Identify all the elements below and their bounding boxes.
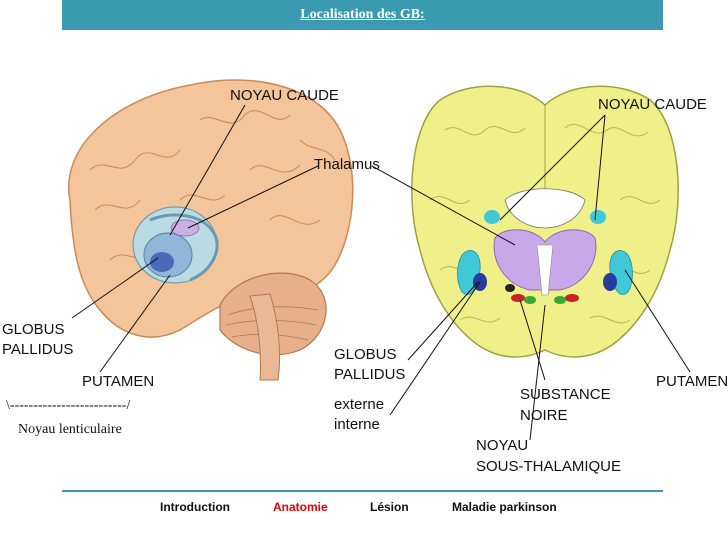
- title-bar: Localisation des GB:: [62, 0, 663, 30]
- nav-lesion[interactable]: Lésion: [370, 500, 409, 514]
- label-substance-2: NOIRE: [520, 407, 568, 424]
- label-externe: externe: [334, 396, 385, 413]
- page-title: Localisation des GB:: [300, 7, 425, 22]
- label-noyau-lenticulaire: Noyau lenticulaire: [18, 422, 122, 437]
- label-globus-left-2: PALLIDUS: [2, 341, 74, 358]
- basal-ganglia-illustration: [68, 79, 691, 441]
- bracket-line: \-------------------------/: [6, 398, 131, 413]
- nav-maladie-parkinson[interactable]: Maladie parkinson: [452, 500, 557, 514]
- footer-divider: [62, 490, 663, 492]
- label-globus-left-1: GLOBUS: [2, 321, 65, 338]
- nav-anatomie[interactable]: Anatomie: [273, 500, 328, 514]
- nav-introduction[interactable]: Introduction: [160, 500, 230, 514]
- label-putamen-left: PUTAMEN: [82, 373, 155, 390]
- lateral-brain-view: [68, 79, 354, 381]
- label-noyau-caude-right: NOYAU CAUDE: [598, 96, 707, 113]
- coronal-section-view: [371, 85, 691, 441]
- label-noyau-sous-1: NOYAU: [476, 437, 529, 454]
- label-noyau-sous-2: SOUS-THALAMIQUE: [476, 458, 622, 475]
- brainstem: [249, 293, 281, 381]
- label-globus-right-2: PALLIDUS: [334, 366, 406, 383]
- label-interne: interne: [334, 416, 380, 433]
- label-noyau-caude-left: NOYAU CAUDE: [230, 87, 339, 104]
- label-thalamus: Thalamus: [314, 156, 380, 173]
- label-putamen-right: PUTAMEN: [656, 373, 728, 390]
- label-globus-right-1: GLOBUS: [334, 346, 397, 363]
- label-substance-1: SUBSTANCE: [520, 386, 611, 403]
